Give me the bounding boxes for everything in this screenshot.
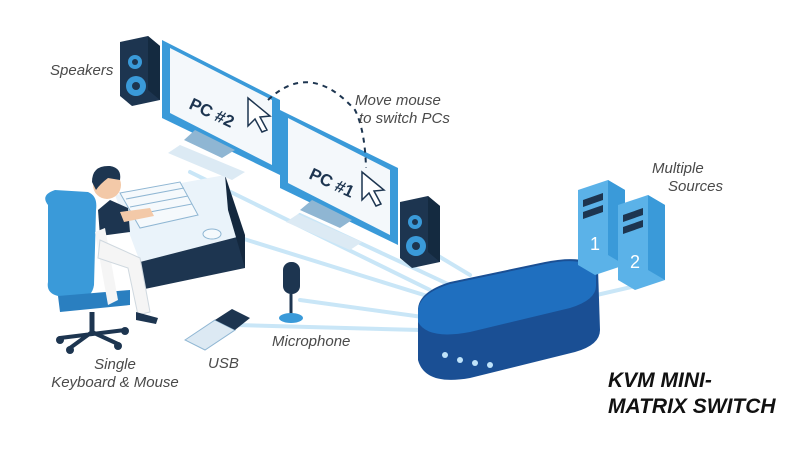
label-speakers: Speakers — [50, 62, 114, 79]
monitor-pc2: PC #2 — [162, 40, 280, 180]
microphone-device — [279, 262, 303, 323]
speaker-right — [400, 196, 440, 268]
server-1: 1 — [578, 180, 625, 275]
server-2: 2 — [618, 195, 665, 290]
cursor-pc1-icon — [361, 170, 386, 207]
server-2-label: 2 — [630, 252, 640, 272]
label-single-line1: Single — [94, 356, 136, 373]
label-multiple-line1: Multiple — [652, 160, 704, 177]
cable-keyboard — [213, 228, 442, 302]
label-multiple-sources: Multiple Sources — [652, 160, 723, 196]
cable-usb — [233, 323, 422, 332]
mouse — [202, 228, 222, 240]
switch-title-line1: KVM MINI- — [608, 369, 712, 392]
label-move-mouse: Move mouse to switch PCs — [355, 92, 450, 128]
switch-title-line2: MATRIX SWITCH — [608, 395, 776, 418]
label-microphone: Microphone — [272, 333, 351, 350]
label-single-line2: Keyboard & Mouse — [51, 374, 179, 391]
label-move-mouse-line1: Move mouse — [355, 92, 441, 109]
speaker-left — [120, 36, 160, 106]
kvm-switch — [418, 259, 600, 380]
cable-mic — [298, 298, 432, 320]
server-1-label: 1 — [590, 234, 600, 254]
usb-plug — [184, 309, 250, 351]
cursor-pc2-icon — [247, 96, 272, 133]
monitor-pc1: PC #1 — [280, 110, 398, 250]
person — [92, 165, 158, 324]
label-usb: USB — [208, 355, 239, 372]
label-move-mouse-line2: to switch PCs — [359, 110, 450, 127]
label-single-keyboard-mouse: Single Keyboard & Mouse — [40, 356, 190, 392]
label-multiple-line2: Sources — [668, 178, 724, 195]
switch-title: KVM MINI- MATRIX SWITCH — [608, 368, 776, 420]
